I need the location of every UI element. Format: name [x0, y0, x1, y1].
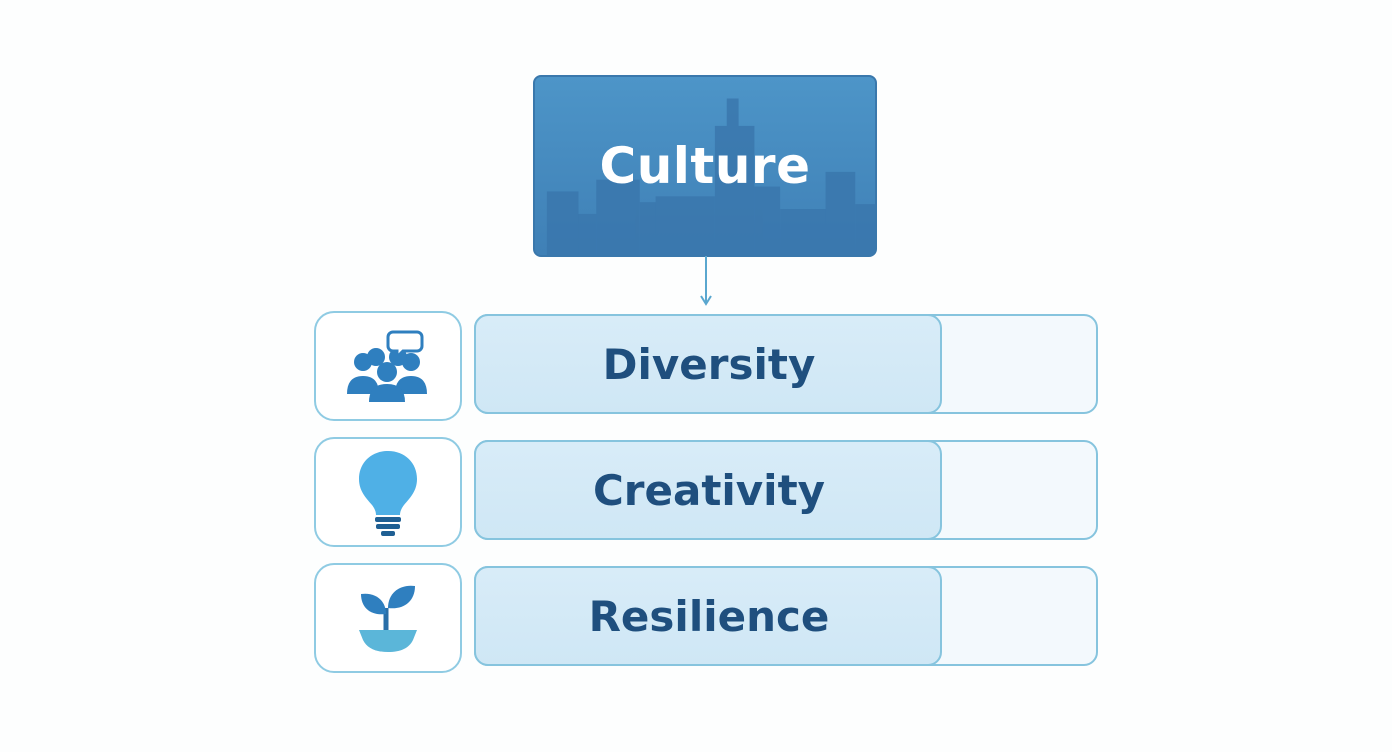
root-node-culture: Culture — [533, 75, 877, 257]
item-row-diversity: Diversity — [314, 311, 1098, 423]
item-label: Resilience — [588, 591, 830, 641]
progress-fill — [474, 440, 942, 540]
icon-tile — [314, 563, 462, 673]
connector-arrow — [700, 256, 712, 306]
item-label: Diversity — [602, 339, 816, 389]
item-row-creativity: Creativity — [314, 437, 1098, 549]
progress-fill — [474, 314, 942, 414]
item-row-resilience: Resilience — [314, 563, 1098, 675]
root-title: Culture — [599, 137, 811, 195]
people-group-icon — [347, 330, 427, 402]
icon-tile — [314, 437, 462, 547]
sprout-icon — [359, 585, 417, 652]
lightbulb-icon — [359, 451, 417, 536]
item-label: Creativity — [592, 465, 826, 515]
progress-fill — [474, 566, 942, 666]
icon-tile — [314, 311, 462, 421]
city-skyline-icon — [546, 98, 875, 255]
